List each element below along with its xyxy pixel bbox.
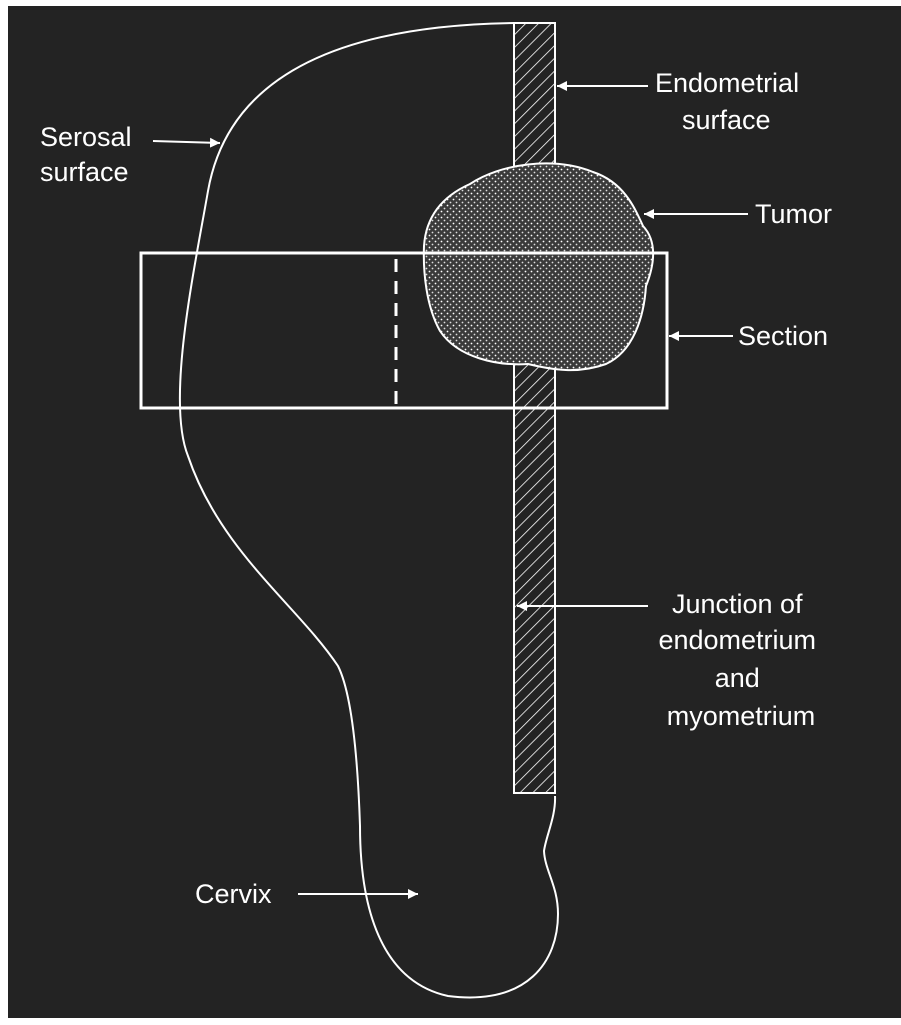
cervix-label: Cervix [195, 879, 272, 909]
endometrial-surface-label: Endometrial surface [655, 68, 807, 135]
junction-label: Junction of endometrium and myometrium [658, 589, 823, 731]
endometrial-strip-lower [514, 361, 555, 793]
serosal-surface-label: Serosal surface [40, 122, 139, 187]
serosal-surface-arrow [153, 141, 220, 143]
tumor-mass [424, 163, 653, 370]
diagram-frame: Serosal surface Endometrial surface Tumo… [8, 6, 901, 1018]
uterus-section-diagram: Serosal surface Endometrial surface Tumo… [8, 6, 901, 1018]
section-label: Section [738, 321, 828, 351]
tumor-label: Tumor [755, 199, 832, 229]
